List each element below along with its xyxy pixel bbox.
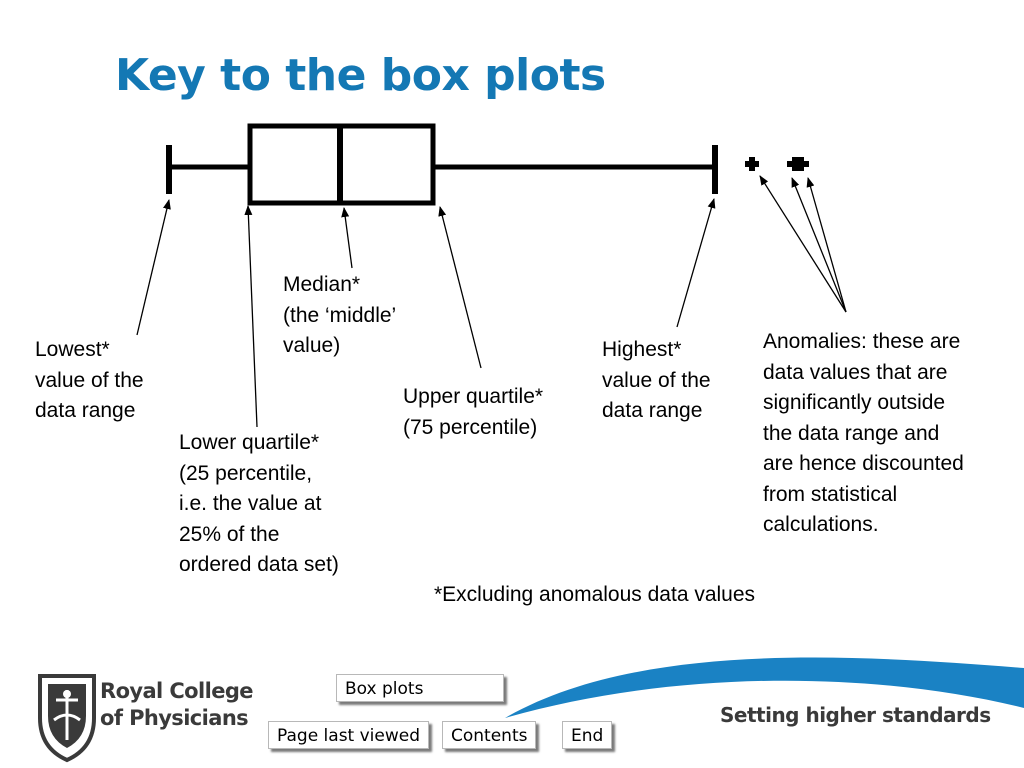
contents-button[interactable]: Contents bbox=[442, 721, 537, 749]
anomalies-label: Anomalies: these are data values that ar… bbox=[763, 330, 964, 536]
logo-name-line2: of Physicians bbox=[100, 706, 249, 730]
lower-quartile-label: Lower quartile* (25 percentile, i.e. the… bbox=[179, 431, 339, 576]
upper-quartile-arrow bbox=[438, 206, 482, 369]
current-section-button[interactable]: Box plots bbox=[336, 674, 504, 702]
anomaly-arrow bbox=[759, 175, 847, 313]
highest-arrow bbox=[676, 198, 716, 328]
tagline: Setting higher standards bbox=[720, 703, 991, 727]
upper-quartile-label: Upper quartile* (75 percentile) bbox=[403, 385, 544, 439]
page-last-viewed-button[interactable]: Page last viewed bbox=[268, 721, 430, 749]
lower-quartile-arrow bbox=[244, 205, 258, 428]
lowest-label: Lowest* value of the data range bbox=[35, 338, 144, 422]
anomaly-arrow bbox=[806, 177, 847, 313]
footer-swoosh bbox=[505, 657, 1024, 718]
lowest-arrow bbox=[136, 199, 171, 336]
anomaly-marker bbox=[787, 157, 809, 171]
crest-icon bbox=[38, 674, 96, 763]
footnote: *Excluding anomalous data values bbox=[434, 583, 756, 606]
median-arrow bbox=[341, 207, 353, 269]
median-label: Median* (the ‘middle’ value) bbox=[283, 273, 397, 357]
highest-label: Highest* value of the data range bbox=[602, 338, 711, 422]
end-button[interactable]: End bbox=[562, 721, 613, 749]
anomaly-marker bbox=[745, 157, 759, 171]
page-title: Key to the box plots bbox=[115, 50, 606, 101]
logo-name-line1: Royal College bbox=[100, 679, 254, 703]
anomaly-arrow bbox=[791, 177, 847, 313]
